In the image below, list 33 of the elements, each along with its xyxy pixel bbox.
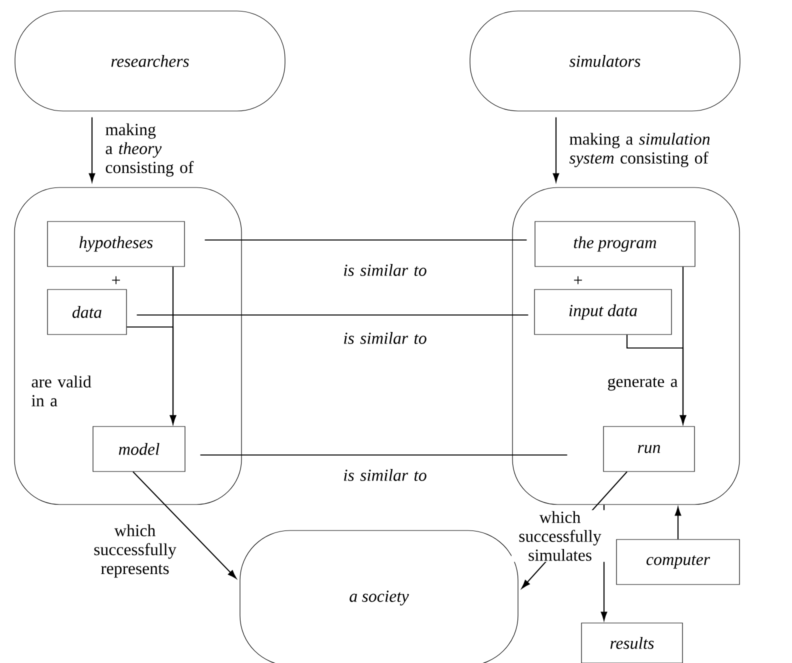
rounded-box: a society [240, 530, 518, 663]
arrow [132, 471, 236, 579]
plus-sign: + [574, 276, 582, 284]
concept-box: input data [534, 289, 672, 335]
container-box [512, 187, 740, 505]
edge-label: generate a [608, 377, 678, 391]
edge-label: which successfully simulates [512, 510, 608, 562]
connector-line [136, 314, 528, 316]
concept-box: results [581, 622, 683, 663]
concept-box: run [603, 426, 695, 472]
concept-box: the program [534, 221, 696, 267]
concept-box: hypotheses [47, 221, 185, 267]
container-box [14, 187, 242, 505]
concept-box: data [47, 289, 127, 335]
arrow [88, 117, 96, 182]
concept-box: model [92, 426, 186, 472]
connector-line [200, 454, 568, 456]
concept-box: computer [616, 539, 740, 585]
edge-label: are valid in a [32, 376, 92, 406]
edge-label: is similar to [344, 469, 426, 481]
rounded-box: researchers [14, 10, 286, 112]
plus-sign: + [112, 276, 120, 284]
edge-label: making a simulation system consisting of [569, 132, 710, 168]
arrow [552, 117, 560, 182]
edge-label: is similar to [344, 332, 426, 344]
edge-label: making a theory consisting of [106, 123, 194, 177]
edge-label: which successfully represents [94, 524, 176, 578]
connector-line [204, 239, 527, 241]
arrow [674, 506, 682, 540]
edge-label: is similar to [344, 264, 426, 276]
rounded-box: simulators [470, 10, 740, 112]
arrow [626, 334, 686, 424]
arrow [126, 326, 176, 424]
